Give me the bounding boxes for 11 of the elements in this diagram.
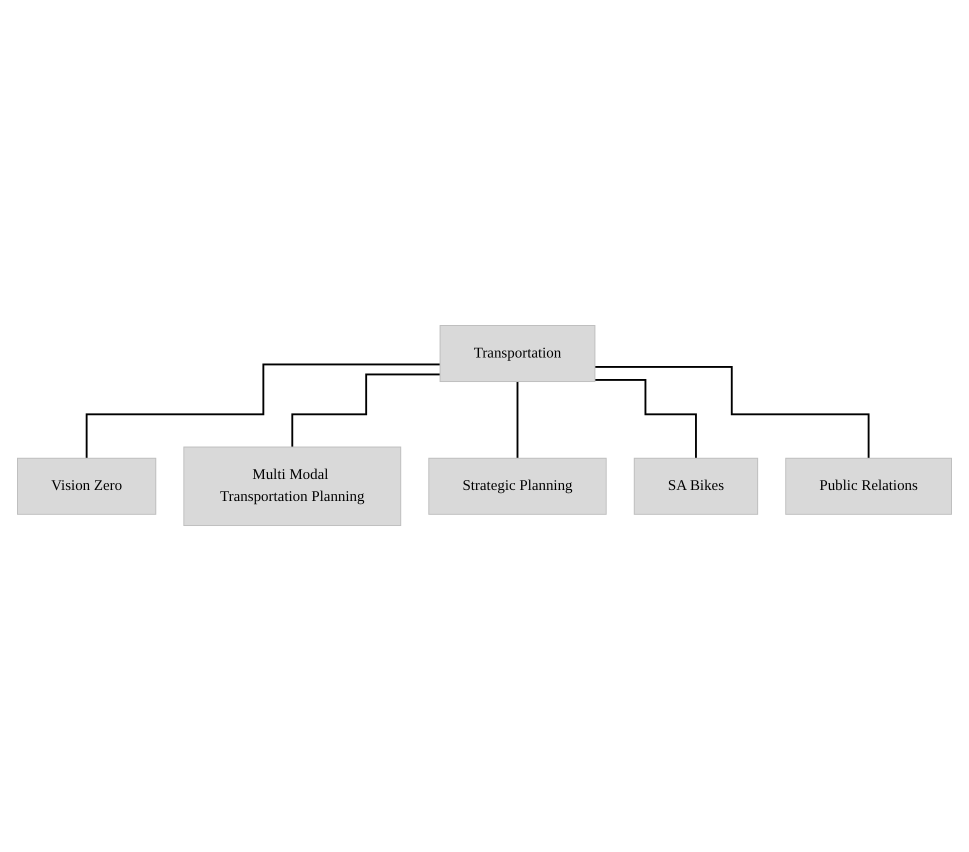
node-box: Transportation <box>440 326 596 383</box>
node-box: Multi Modal Transportation Planning <box>183 447 402 526</box>
node-box: Vision Zero <box>17 458 156 516</box>
connector <box>86 364 440 460</box>
connector <box>594 366 870 460</box>
connector <box>516 381 518 460</box>
node-box: SA Bikes <box>634 458 758 516</box>
connector <box>291 374 440 448</box>
connector <box>594 379 697 460</box>
node-box: Public Relations <box>785 458 952 516</box>
node-box: Strategic Planning <box>428 458 607 516</box>
